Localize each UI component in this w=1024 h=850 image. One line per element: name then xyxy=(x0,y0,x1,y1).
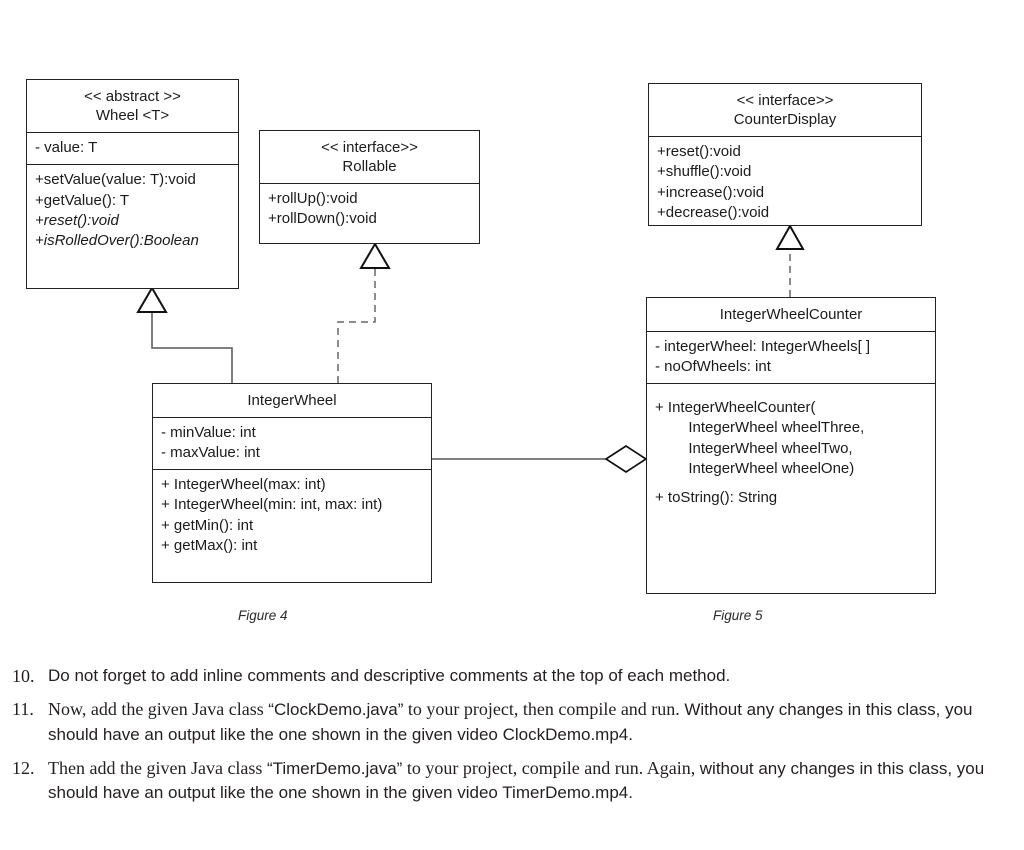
class-stereotype: << abstract >> xyxy=(84,88,181,105)
uml-interface-counterdisplay: << interface>> CounterDisplay +reset():v… xyxy=(648,83,922,226)
uml-connector-layer xyxy=(136,223,805,474)
attribute-row: - value: T xyxy=(35,139,98,157)
instruction-text-segment: Do not forget to add inline comments and… xyxy=(48,666,731,685)
method-row-continuation: IntegerWheel wheelThree, xyxy=(655,419,865,437)
method-row-continuation: IntegerWheel wheelOne) xyxy=(655,459,855,477)
class-header-wheel: << abstract >> Wheel <T> xyxy=(27,80,238,132)
connector-counter-to-counterdisplay xyxy=(775,223,805,297)
instruction-text-segment: “ClockDemo.java” xyxy=(268,700,404,720)
uml-class-integerwheelcounter: IntegerWheelCounter - integerWheel: Inte… xyxy=(646,297,936,594)
method-row-continuation: IntegerWheel wheelTwo, xyxy=(655,439,853,457)
method-row: + IntegerWheel(max: int) xyxy=(161,476,326,494)
class-name: Rollable xyxy=(342,158,397,176)
class-name: IntegerWheel xyxy=(247,392,337,409)
class-stereotype: << interface>> xyxy=(321,139,418,156)
instruction-text-segment: without any changes in this class, you s… xyxy=(48,758,985,803)
instruction-text-segment: Now, add the given Java class xyxy=(48,699,269,720)
method-row: + IntegerWheelCounter( xyxy=(655,399,816,417)
instruction-number: 11. xyxy=(12,699,34,720)
instruction-item: 10. Do not forget to add inline comments … xyxy=(0,664,1024,688)
instruction-text-segment: Without any changes in this class, you s… xyxy=(48,700,973,744)
method-row: + getMin(): int xyxy=(161,516,254,534)
class-attributes-integerwheel: - minValue: int - maxValue: int xyxy=(153,417,431,469)
class-name: CounterDisplay xyxy=(733,111,837,129)
spacer xyxy=(655,389,927,398)
spacer xyxy=(655,479,927,488)
instruction-item: 12. Then add the given Java class “TimerD… xyxy=(0,756,1024,806)
class-header-integerwheel: IntegerWheel xyxy=(153,384,431,417)
method-row: +shuffle():void xyxy=(657,163,752,181)
method-row: +reset():void xyxy=(657,143,741,161)
uml-interface-rollable: << interface>> Rollable +rollUp():void +… xyxy=(259,130,480,244)
class-name: Wheel <T> xyxy=(95,107,170,125)
connector-integerwheel-to-rollable xyxy=(337,242,391,383)
instruction-text-segment: Then add the given Java class xyxy=(48,757,267,778)
figure-caption-5: Figure 5 xyxy=(713,608,763,623)
class-header-integerwheelcounter: IntegerWheelCounter xyxy=(647,298,935,331)
class-header-counterdisplay: << interface>> CounterDisplay xyxy=(649,84,921,136)
class-stereotype: << interface>> xyxy=(736,92,834,109)
connector-counter-aggregates-integerwheel xyxy=(432,444,648,474)
instruction-item: 11. Now, add the given Java class “ClockD… xyxy=(0,697,1024,747)
class-attributes-integerwheelcounter: - integerWheel: IntegerWheels[ ] - noOfW… xyxy=(647,331,935,383)
instruction-text-segment: to your project, compile and run. Again, xyxy=(402,757,700,778)
class-methods-wheel: +setValue(value: T):void +getValue(): T … xyxy=(27,164,238,256)
figure-caption-4: Figure 4 xyxy=(238,608,288,623)
class-header-rollable: << interface>> Rollable xyxy=(260,131,479,183)
class-attributes-wheel: - value: T xyxy=(27,132,238,164)
method-row-abstract: +reset():void xyxy=(35,211,119,229)
instruction-list: 10. Do not forget to add inline comments … xyxy=(0,664,1024,814)
method-row: +rollDown():void xyxy=(268,210,377,228)
method-row: + getMax(): int xyxy=(161,536,258,554)
instruction-number: 12. xyxy=(12,757,35,778)
instruction-text-segment: to your project, then compile and run. xyxy=(403,699,685,720)
attribute-row: - integerWheel: IntegerWheels[ ] xyxy=(655,338,871,356)
method-row: + toString(): String xyxy=(655,488,778,506)
method-row: + IntegerWheel(min: int, max: int) xyxy=(161,496,383,514)
method-row: +setValue(value: T):void xyxy=(35,171,196,189)
attribute-row: - noOfWheels: int xyxy=(655,358,771,376)
class-methods-rollable: +rollUp():void +rollDown():void xyxy=(260,183,479,235)
instruction-number: 10. xyxy=(12,666,35,686)
class-methods-integerwheelcounter: + IntegerWheelCounter( IntegerWheel whee… xyxy=(647,383,935,513)
uml-class-wheel: << abstract >> Wheel <T> - value: T +set… xyxy=(26,79,239,289)
class-methods-counterdisplay: +reset():void +shuffle():void +increase(… xyxy=(649,136,921,228)
method-row: +decrease():void xyxy=(657,203,770,221)
attribute-row: - maxValue: int xyxy=(161,444,260,462)
connector-integerwheel-to-wheel xyxy=(136,286,233,383)
instruction-text-segment: “TimerDemo.java” xyxy=(266,758,403,778)
class-methods-integerwheel: + IntegerWheel(max: int) + IntegerWheel(… xyxy=(153,469,431,561)
method-row: +getValue(): T xyxy=(35,191,130,209)
method-row: +increase():void xyxy=(657,183,765,201)
uml-class-integerwheel: IntegerWheel - minValue: int - maxValue:… xyxy=(152,383,432,583)
attribute-row: - minValue: int xyxy=(161,424,256,442)
method-row: +rollUp():void xyxy=(268,190,358,208)
class-name: IntegerWheelCounter xyxy=(719,306,863,323)
method-row-abstract: +isRolledOver():Boolean xyxy=(35,231,199,249)
